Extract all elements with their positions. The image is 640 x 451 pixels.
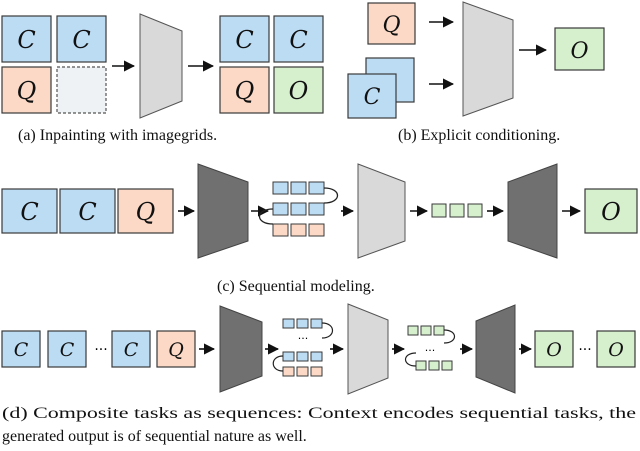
output-tile — [584, 188, 638, 234]
query-token — [310, 366, 323, 377]
panel-c: C C Q O (c — [1, 163, 638, 295]
sequence-connector — [404, 352, 417, 367]
decoder-trapezoid — [462, 1, 514, 117]
output-token — [431, 203, 447, 218]
ellipsis: ··· — [298, 332, 309, 345]
caption-a: (a) Inpainting with imagegrids. — [18, 127, 217, 144]
context-token — [282, 351, 295, 362]
context-tile — [1, 188, 58, 234]
context-tile — [1, 330, 41, 368]
token-grid: ··· — [272, 318, 334, 377]
query-token — [282, 366, 295, 377]
panel-a: C C Q C C Q O (a) Inpainting with imageg… — [1, 13, 324, 144]
context-token — [272, 202, 289, 216]
output-letter: O — [289, 77, 309, 105]
query-token — [272, 223, 289, 237]
query-tile — [367, 2, 416, 45]
context-letter: C — [289, 26, 307, 54]
context-tile — [47, 330, 87, 368]
context-letter: C — [124, 339, 139, 361]
decoder-trapezoid — [347, 303, 389, 395]
query-letter: Q — [382, 13, 400, 38]
decoder-trapezoid — [139, 13, 183, 119]
query-letter: Q — [17, 77, 37, 105]
context-token — [308, 181, 325, 195]
panel-d: C C ··· C Q ··· — [1, 303, 636, 445]
token-grid — [258, 181, 339, 237]
context-letter: C — [60, 339, 75, 361]
context-letter: C — [72, 26, 90, 54]
output-letter: O — [601, 198, 621, 226]
caption-d-line2: generated output is of sequential nature… — [2, 428, 307, 445]
query-tile — [219, 66, 270, 114]
sequence-connector — [258, 208, 274, 225]
encoder-trapezoid — [197, 163, 249, 259]
output-letter: O — [608, 339, 624, 361]
query-tile — [117, 188, 174, 234]
query-letter: Q — [235, 77, 255, 105]
output-tile — [534, 330, 574, 368]
context-tile — [347, 73, 397, 119]
sequence-connector — [443, 329, 456, 344]
query-letter: Q — [168, 339, 184, 361]
output-token — [467, 203, 483, 218]
output-tile — [554, 27, 605, 71]
query-letter: Q — [136, 198, 156, 226]
context-tile — [111, 330, 151, 368]
output-tile — [596, 330, 636, 368]
decoder-trapezoid — [357, 163, 406, 259]
context-letter: C — [14, 339, 29, 361]
sequence-connector — [323, 187, 339, 204]
output-token — [420, 325, 432, 336]
context-tile — [219, 15, 270, 63]
context-tile — [56, 15, 107, 63]
context-token — [308, 202, 325, 216]
sequence-connector — [321, 322, 334, 339]
context-token — [290, 181, 307, 195]
output-tile — [273, 66, 324, 114]
context-token — [296, 351, 309, 362]
context-token — [272, 181, 289, 195]
output-token — [433, 325, 445, 336]
query-token — [290, 223, 307, 237]
decoder-trapezoid — [475, 304, 516, 394]
context-letter: C — [17, 26, 35, 54]
output-letter: O — [570, 39, 588, 64]
query-token — [308, 223, 325, 237]
ellipsis: ··· — [425, 344, 436, 357]
caption-c: (c) Sequential modeling. — [217, 278, 375, 295]
context-token — [296, 318, 309, 329]
decoder-trapezoid — [507, 163, 558, 259]
ellipsis: ··· — [578, 342, 591, 358]
ellipsis: ··· — [94, 342, 107, 358]
output-letter: O — [546, 339, 562, 361]
output-token — [415, 360, 427, 371]
context-token — [310, 351, 323, 362]
context-token — [282, 318, 295, 329]
context-letter: C — [235, 26, 253, 54]
output-token-sequence: ··· — [404, 325, 456, 371]
context-letter: C — [364, 85, 381, 110]
context-tile — [1, 15, 52, 63]
empty-tile — [56, 66, 107, 114]
caption-b: (b) Explicit conditioning. — [398, 127, 560, 144]
sequence-connector — [272, 355, 284, 372]
output-token — [428, 360, 440, 371]
output-token — [407, 325, 419, 336]
output-token — [441, 360, 453, 371]
context-tile — [59, 188, 116, 234]
context-token — [310, 318, 323, 329]
context-letter: C — [20, 198, 38, 226]
context-letter: C — [78, 198, 96, 226]
panel-b: Q C O (b) Explicit conditioning. — [347, 1, 605, 144]
context-tile — [273, 15, 324, 63]
caption-d-line1: (d) Composite tasks as sequences: Contex… — [2, 405, 636, 422]
query-token — [296, 366, 309, 377]
query-tile — [156, 330, 196, 368]
query-tile — [1, 66, 52, 114]
context-token — [290, 202, 307, 216]
encoder-trapezoid — [219, 305, 263, 393]
output-token — [449, 203, 465, 218]
